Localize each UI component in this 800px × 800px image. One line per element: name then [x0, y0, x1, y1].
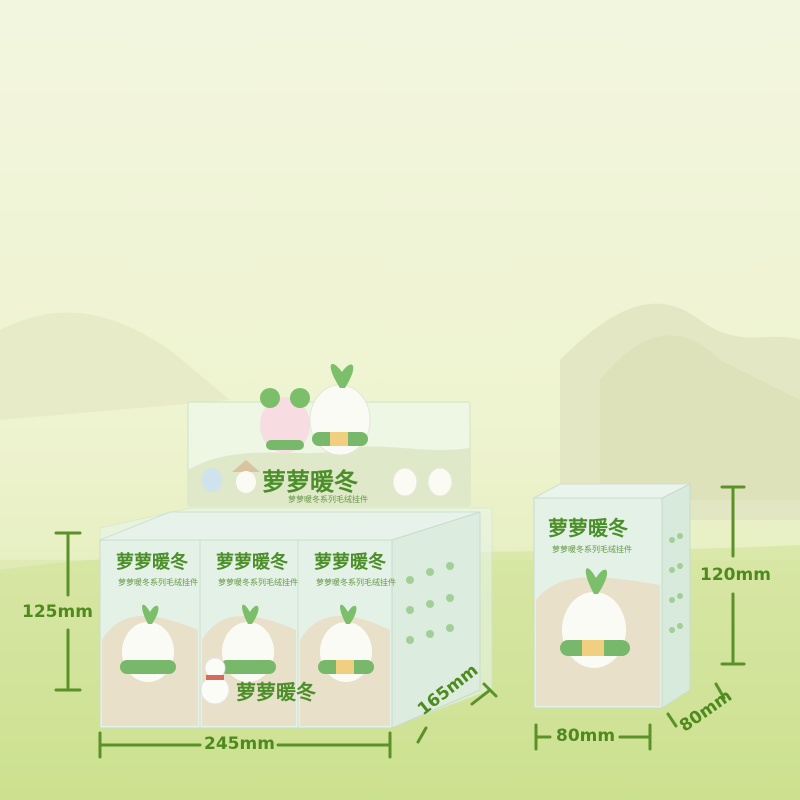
mini-box-title-3: 萝萝暖冬 — [314, 552, 386, 573]
display-height-label: 125mm — [22, 602, 93, 622]
mini-box-title-2: 萝萝暖冬 — [216, 552, 288, 573]
mini-box-subtitle-3: 萝萝暖冬系列毛绒挂件 — [316, 578, 396, 587]
display-card-title: 萝萝暖冬 — [262, 467, 358, 496]
box-height-label: 120mm — [700, 565, 771, 585]
mini-box-subtitle-1: 萝萝暖冬系列毛绒挂件 — [118, 578, 198, 587]
single-box-subtitle: 萝萝暖冬系列毛绒挂件 — [552, 545, 632, 554]
display-width-label: 245mm — [204, 734, 275, 754]
box-width-label: 80mm — [556, 726, 616, 746]
display-front-title: 萝萝暖冬 — [236, 680, 316, 704]
mini-box-subtitle-2: 萝萝暖冬系列毛绒挂件 — [218, 578, 298, 587]
mini-box-title-1: 萝萝暖冬 — [116, 552, 188, 573]
display-card-subtitle: 萝萝暖冬系列毛绒挂件 — [288, 495, 368, 504]
single-box-title: 萝萝暖冬 — [548, 516, 628, 540]
